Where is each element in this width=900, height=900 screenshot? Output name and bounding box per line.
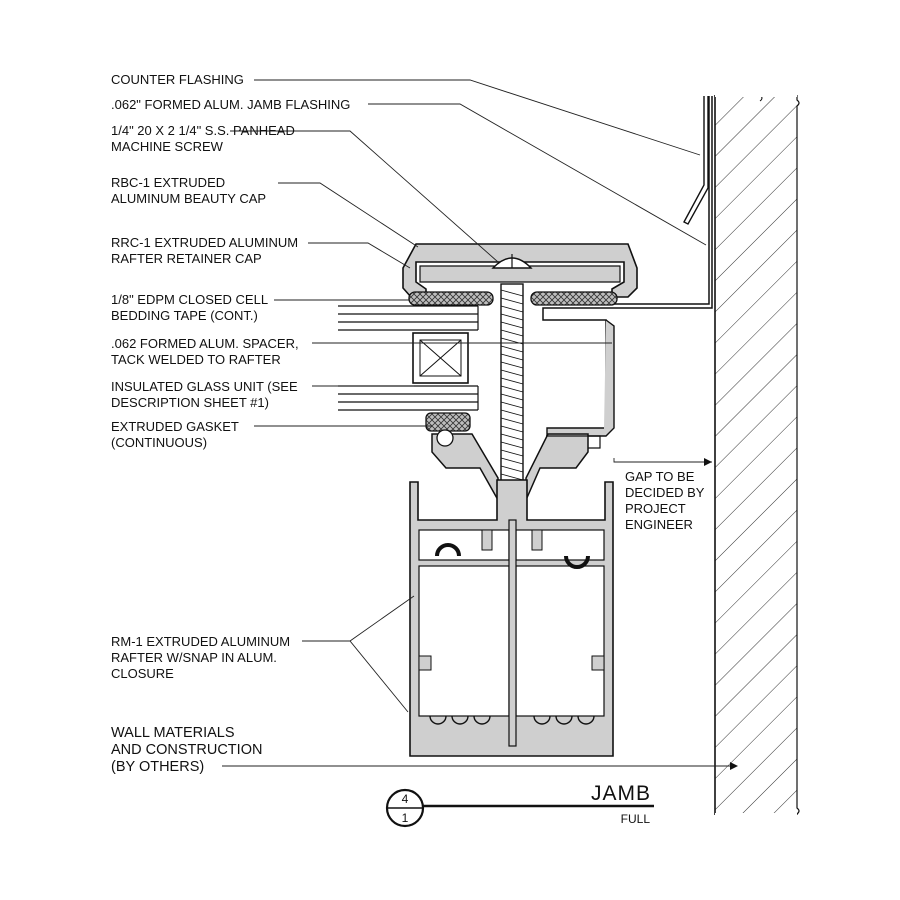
wall-label: WALL MATERIALS AND CONSTRUCTION (BY OTHE… bbox=[111, 725, 266, 775]
leader-lines bbox=[222, 79, 738, 770]
detail-title: JAMB bbox=[591, 782, 651, 805]
beauty-cap-label: RBC-1 EXTRUDED ALUMINUM BEAUTY CAP bbox=[111, 175, 266, 206]
counter-flashing-label: COUNTER FLASHING bbox=[111, 72, 244, 87]
sheet-number: 1 bbox=[402, 811, 409, 825]
spacer-label: .062 FORMED ALUM. SPACER, TACK WELDED TO… bbox=[111, 336, 302, 367]
rafter-label: RM-1 EXTRUDED ALUMINUM RAFTER W/SNAP IN … bbox=[111, 634, 294, 681]
insulated-glass-unit bbox=[338, 305, 479, 411]
detail-number: 4 bbox=[402, 792, 409, 806]
bedding-tape bbox=[408, 291, 618, 306]
detail-title-block: 4 1 JAMB FULL bbox=[385, 782, 654, 828]
rafter bbox=[409, 429, 614, 757]
gap-label: GAP TO BE DECIDED BY PROJECT ENGINEER bbox=[625, 469, 708, 532]
detail-scale: FULL bbox=[621, 812, 651, 826]
retainer-cap-label: RRC-1 EXTRUDED ALUMINUM RAFTER RETAINER … bbox=[111, 235, 302, 266]
jamb-flashing-label: .062" FORMED ALUM. JAMB FLASHING bbox=[111, 97, 350, 112]
panhead-screw bbox=[491, 254, 533, 517]
screw-label: 1/4" 20 X 2 1/4" S.S. PANHEAD MACHINE SC… bbox=[111, 123, 298, 154]
wall bbox=[714, 93, 800, 817]
extruded-gasket bbox=[425, 412, 471, 432]
counter-flashing bbox=[683, 96, 709, 225]
gasket-label: EXTRUDED GASKET (CONTINUOUS) bbox=[111, 419, 242, 450]
bedding-tape-label: 1/8" EDPM CLOSED CELL BEDDING TAPE (CONT… bbox=[111, 292, 271, 323]
glass-unit-label: INSULATED GLASS UNIT (SEE DESCRIPTION SH… bbox=[111, 379, 301, 410]
jamb-flashing bbox=[542, 96, 713, 437]
